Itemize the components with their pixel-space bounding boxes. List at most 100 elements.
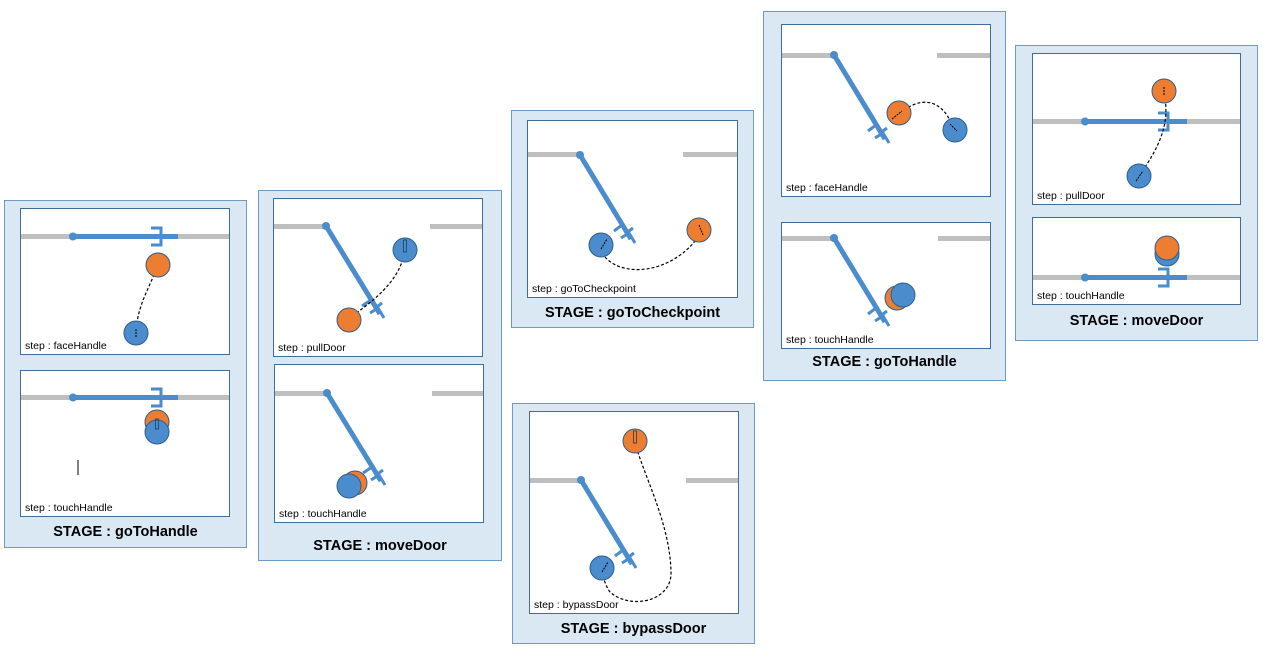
robot-heading [601,561,609,573]
wall-left [528,152,580,157]
door-hinge [322,222,330,230]
stage-title: STAGE : moveDoor [313,538,447,554]
wall-right [432,391,483,396]
door-hinge [323,389,331,397]
door-handle [361,297,386,319]
panel-touch-handle: step : touchHandle [781,222,991,349]
door-hinge [1081,273,1089,282]
wall-left [1033,119,1085,124]
wall-right [1187,275,1240,280]
scene-bypass-door [530,428,738,602]
panel-touch-handle: step : touchHandle [274,364,484,523]
wall-right [938,236,990,241]
stage-title: STAGE : bypassDoor [560,621,707,637]
step-label: step : goToCheckpoint [532,283,636,295]
stage-move-door-2: step : pullDoor step : touchHandle STAGE… [1015,45,1258,341]
wall-right [937,53,990,58]
robot-heading [403,239,407,253]
stage-bypass-door: step : bypassDoor STAGE : bypassDoor [512,403,755,644]
step-label: step : touchHandle [1037,290,1125,302]
step-label: step : touchHandle [786,334,874,346]
wall-left [1033,275,1085,280]
robot-path [1138,93,1167,177]
scene-face-handle [782,51,990,144]
scene-pull-door [1033,78,1240,189]
robot-heading [949,123,958,132]
scene-touch-handle [21,387,229,475]
door-handle [867,122,891,144]
scene-touch-handle [782,234,990,327]
stage-go-to-checkpoint: step : goToCheckpoint STAGE : goToCheckp… [511,110,754,328]
door-handle [362,464,387,486]
panel-bypass-door: step : bypassDoor [529,411,739,614]
door-handle [1158,267,1173,288]
robot-blue [1126,163,1152,189]
wall-left [530,478,581,483]
door-closed [1085,275,1187,280]
step-label: step : touchHandle [279,508,367,520]
step-label: step : pullDoor [278,342,346,354]
stage-move-door-1: step : pullDoor step : touchHandle STAGE… [258,190,502,561]
robot-blue [588,232,614,258]
panel-touch-handle: step : touchHandle [20,370,230,517]
door-handle [867,305,891,327]
robot-orange [622,428,648,454]
door-hinge [1081,117,1089,126]
scene-go-to-checkpoint [528,151,737,271]
door-handle [614,547,638,569]
robot-heading [633,430,637,444]
wall-left [21,395,73,400]
stage-go-to-handle-1: step : faceHandle step : touchHandle STA… [4,200,247,548]
scene-touch-handle [1033,235,1240,288]
door-closed [1085,119,1187,124]
panel-pull-door: step : pullDoor [273,198,483,357]
wall-right [430,224,482,229]
door-hinge [577,476,585,484]
wall-left [274,224,326,229]
robot-heading [1135,170,1144,182]
robot-blue [392,237,418,263]
robot-heading [698,224,704,236]
robot-orange [336,307,362,333]
robot-orange [1154,235,1180,261]
wall-left [21,234,73,239]
robot-blue [336,473,362,499]
door-closed [73,234,178,239]
scene-pull-door [274,222,482,333]
robot-path [601,232,702,271]
robot-heading [891,110,903,120]
panel-touch-handle: step : touchHandle [1032,217,1241,305]
door-hinge [576,151,584,159]
robot-blue [890,282,916,308]
scene-touch-handle [275,389,483,499]
scene-face-handle [21,226,229,346]
door-closed [73,395,178,400]
stage-title: STAGE : goToCheckpoint [544,305,721,321]
robot-blue [144,419,170,445]
panel-pull-door: step : pullDoor [1032,53,1241,205]
stage-title: STAGE : moveDoor [1069,313,1204,329]
robot-heading [155,418,159,430]
wall-right [178,234,229,239]
door-hinge [830,51,838,59]
wall-right [178,395,229,400]
robot-orange [145,252,171,278]
wall-right [686,478,738,483]
panel-go-to-checkpoint: step : goToCheckpoint [527,120,738,298]
door-hinge [69,393,77,402]
step-label: step : bypassDoor [534,599,619,611]
step-label: step : faceHandle [25,340,107,352]
step-label: step : faceHandle [786,182,868,194]
door-hinge [69,232,77,241]
wall-right [683,152,737,157]
wall-right [1187,119,1240,124]
stage-title: STAGE : goToHandle [812,354,957,370]
stage-go-to-handle-2: step : faceHandle step : touchHandle STA… [763,11,1006,381]
wall-left [782,236,834,241]
robot-orange [686,217,712,243]
robot-blue [942,117,968,143]
step-label: step : pullDoor [1037,190,1105,202]
step-label: step : touchHandle [25,502,113,514]
robot-path [602,441,672,602]
panel-face-handle: step : faceHandle [781,24,991,197]
